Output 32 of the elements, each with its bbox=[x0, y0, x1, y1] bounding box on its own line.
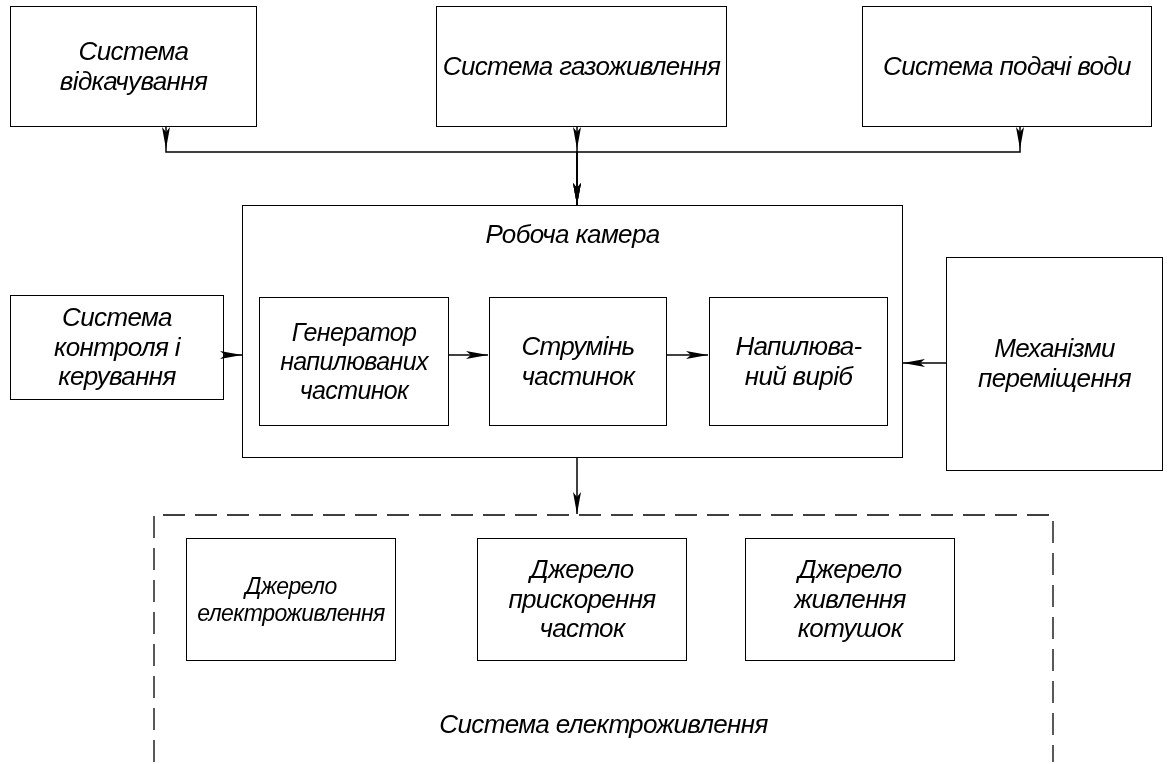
block-label: Струмінь частинок bbox=[520, 331, 637, 392]
group-title: Робоча камера bbox=[485, 220, 660, 250]
arrow bbox=[902, 359, 947, 367]
block-box bbox=[477, 538, 687, 661]
dashed-group-frame bbox=[153, 514, 1054, 762]
arrow bbox=[447, 351, 489, 359]
group-title: Система електроживлення bbox=[439, 710, 768, 740]
arrow bbox=[573, 126, 1024, 206]
arrow bbox=[220, 351, 243, 359]
block-label: Напилюва- ний виріб bbox=[734, 331, 863, 392]
block-box bbox=[259, 297, 449, 426]
block-label: Джерело електроживлення bbox=[196, 573, 386, 626]
block-box bbox=[862, 6, 1152, 127]
block-label: Система газоживлення bbox=[442, 51, 721, 82]
arrow bbox=[573, 457, 581, 515]
block-box bbox=[436, 6, 727, 127]
block-box bbox=[10, 295, 224, 400]
block-label: Механізми переміщення bbox=[977, 334, 1132, 394]
block-label: Система відкачування bbox=[58, 36, 209, 97]
block-box bbox=[186, 538, 396, 661]
block-label: Джерело прискорення часток bbox=[507, 554, 657, 645]
block-label: Генератор напилюваних частинок bbox=[279, 318, 430, 405]
block-box bbox=[709, 297, 888, 426]
block-box bbox=[946, 257, 1163, 471]
block-box bbox=[489, 297, 667, 426]
block-box bbox=[745, 538, 955, 661]
block-label: Система контроля і керування bbox=[53, 302, 182, 393]
block-label: Система подачі води bbox=[883, 51, 1131, 82]
block-label: Джерело живлення котушок bbox=[792, 554, 907, 645]
block-box bbox=[10, 6, 257, 127]
chamber-box bbox=[242, 205, 903, 458]
arrow bbox=[665, 351, 709, 359]
